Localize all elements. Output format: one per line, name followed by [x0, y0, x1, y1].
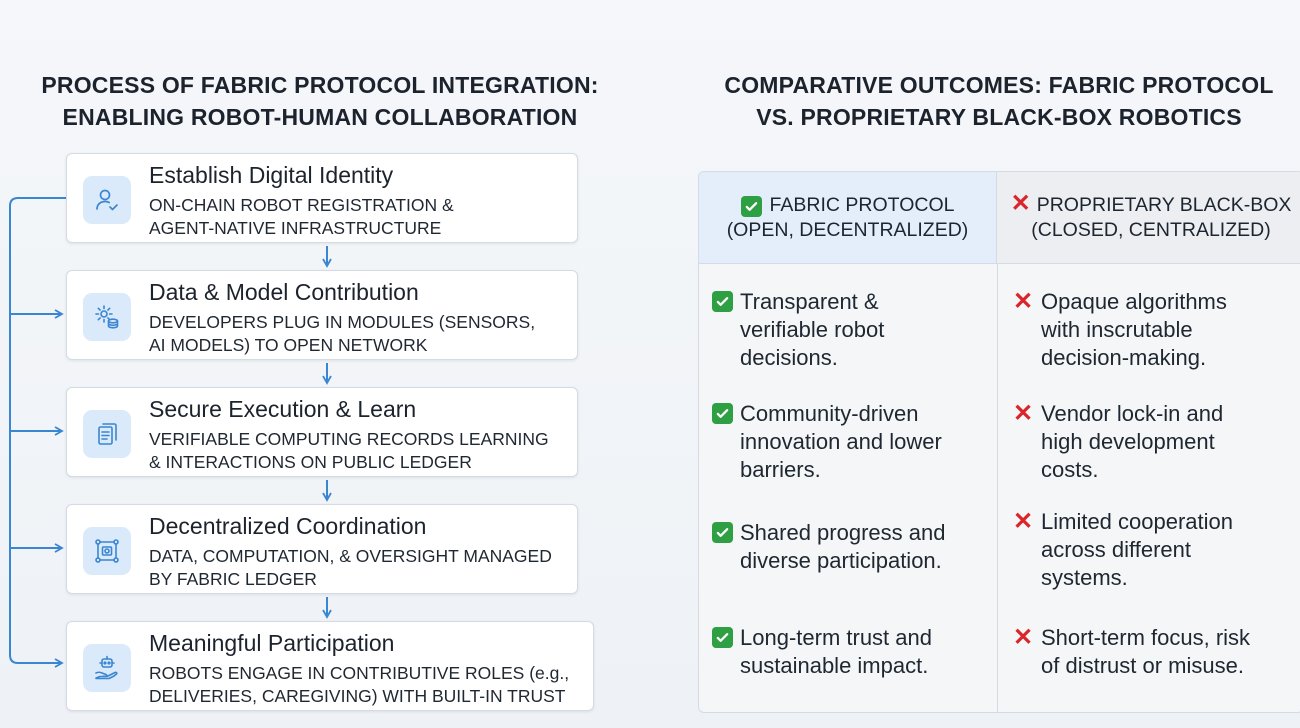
fabric-item-text: Shared progress and diverse participation…: [740, 519, 945, 575]
right-title-line-1: COMPARATIVE OUTCOMES: FABRIC PROTOCOL: [724, 72, 1274, 98]
cross-icon: ✕: [1010, 190, 1031, 217]
line: Transparent &: [740, 289, 879, 314]
line: Short-term focus, risk: [1041, 625, 1251, 650]
line: costs.: [1041, 457, 1099, 482]
fabric-item-text: Transparent & verifiable robot decisions.: [740, 288, 884, 372]
gear-database-icon: [83, 293, 131, 341]
line: high development: [1041, 429, 1215, 454]
step-data-model-contribution: Data & Model Contribution DEVELOPERS PLU…: [66, 270, 578, 360]
column-divider: [997, 264, 998, 712]
step-description-line-1: DATA, COMPUTATION, & OVERSIGHT MANAGED: [149, 546, 552, 566]
check-icon: [740, 196, 762, 217]
line: Limited cooperation: [1041, 509, 1234, 534]
check-icon: [712, 522, 733, 543]
step-title: Meaningful Participation: [149, 630, 395, 656]
step-description: DATA, COMPUTATION, & OVERSIGHT MANAGED B…: [149, 545, 552, 591]
line: decision-making.: [1041, 345, 1207, 370]
comparison-table: FABRIC PROTOCOL (OPEN, DECENTRALIZED) ✕P…: [698, 171, 1300, 713]
proprietary-header-label: PROPRIETARY BLACK-BOX: [1036, 194, 1292, 216]
step-title: Data & Model Contribution: [149, 279, 419, 305]
step-description-line-2: BY FABRIC LEDGER: [149, 569, 317, 589]
step-description-line-1: DEVELOPERS PLUG IN MODULES (SENSORS,: [149, 312, 536, 332]
cross-icon: ✕: [1013, 624, 1034, 651]
cross-icon: ✕: [1013, 288, 1034, 315]
proprietary-header: ✕PROPRIETARY BLACK-BOX (CLOSED, CENTRALI…: [997, 172, 1300, 264]
step-description-line-2: DELIVERIES, CAREGIVING) WITH BUILT-IN TR…: [149, 686, 566, 706]
flow-connectors: [9, 197, 332, 668]
left-panel-title: PROCESS OF FABRIC PROTOCOL INTEGRATION: …: [0, 69, 640, 133]
line: diverse participation.: [740, 548, 942, 573]
step-description: DEVELOPERS PLUG IN MODULES (SENSORS, AI …: [149, 311, 535, 357]
line: of distrust or misuse.: [1041, 653, 1244, 678]
line: verifiable robot: [740, 317, 885, 342]
user-check-icon: [83, 176, 131, 224]
fabric-header-label: FABRIC PROTOCOL: [769, 194, 955, 216]
left-title-line-2: ENABLING ROBOT-HUMAN COLLABORATION: [62, 104, 578, 130]
step-description-line-2: & INTERACTIONS ON PUBLIC LEDGER: [149, 452, 472, 472]
line: with inscrutable: [1041, 317, 1193, 342]
line: across different: [1041, 537, 1192, 562]
fabric-item-text: Long-term trust and sustainable impact.: [740, 624, 932, 680]
robot-hand-icon: [83, 644, 131, 692]
right-panel-title: COMPARATIVE OUTCOMES: FABRIC PROTOCOL VS…: [690, 69, 1300, 133]
cross-icon: ✕: [1013, 508, 1034, 535]
line: systems.: [1041, 565, 1128, 590]
line: Opaque algorithms: [1041, 289, 1227, 314]
step-description-line-2: AGENT-NATIVE INFRASTRUCTURE: [149, 218, 442, 238]
line: Community-driven: [740, 401, 919, 426]
step-secure-execution-learn: Secure Execution & Learn VERIFIABLE COMP…: [66, 387, 578, 477]
right-title-line-2: VS. PROPRIETARY BLACK-BOX ROBOTICS: [756, 104, 1242, 130]
network-nodes-icon: [83, 527, 131, 575]
line: decisions.: [740, 345, 838, 370]
fabric-header-subtitle: (OPEN, DECENTRALIZED): [726, 219, 969, 241]
proprietary-item-text: Short-term focus, risk of distrust or mis…: [1041, 624, 1250, 680]
check-icon: [712, 403, 733, 424]
step-description-line-1: VERIFIABLE COMPUTING RECORDS LEARNING: [149, 429, 549, 449]
step-description-line-1: ROBOTS ENGAGE IN CONTRIBUTIVE ROLES (e.g…: [149, 663, 570, 683]
line: sustainable impact.: [740, 653, 929, 678]
proprietary-item-text: Vendor lock-in and high development costs.: [1041, 400, 1223, 484]
check-icon: [712, 627, 733, 648]
step-description: VERIFIABLE COMPUTING RECORDS LEARNING & …: [149, 428, 549, 474]
document-copy-icon: [83, 410, 131, 458]
line: innovation and lower: [740, 429, 942, 454]
step-establish-digital-identity: Establish Digital Identity ON-CHAIN ROBO…: [66, 153, 578, 243]
line: barriers.: [740, 457, 821, 482]
step-title: Establish Digital Identity: [149, 162, 394, 188]
fabric-item-text: Community-driven innovation and lower barr…: [740, 400, 942, 484]
line: Vendor lock-in and: [1041, 401, 1224, 426]
step-description-line-1: ON-CHAIN ROBOT REGISTRATION &: [149, 195, 454, 215]
proprietary-header-line-1: ✕PROPRIETARY BLACK-BOX: [997, 190, 1300, 217]
step-description-line-2: AI MODELS) TO OPEN NETWORK: [149, 335, 428, 355]
proprietary-header-subtitle: (CLOSED, CENTRALIZED): [1031, 219, 1271, 241]
step-decentralized-coordination: Decentralized Coordination DATA, COMPUTA…: [66, 504, 578, 594]
step-meaningful-participation: Meaningful Participation ROBOTS ENGAGE I…: [66, 621, 594, 711]
left-title-line-1: PROCESS OF FABRIC PROTOCOL INTEGRATION:: [41, 72, 599, 98]
fabric-protocol-header: FABRIC PROTOCOL (OPEN, DECENTRALIZED): [699, 172, 997, 264]
step-description: ON-CHAIN ROBOT REGISTRATION & AGENT-NATI…: [149, 194, 454, 240]
step-title: Secure Execution & Learn: [149, 396, 417, 422]
proprietary-item-text: Opaque algorithms with inscrutable decisio…: [1041, 288, 1227, 372]
check-icon: [712, 291, 733, 312]
line: Long-term trust and: [740, 625, 932, 650]
step-title: Decentralized Coordination: [149, 513, 427, 539]
fabric-header-line-1: FABRIC PROTOCOL: [699, 194, 996, 217]
cross-icon: ✕: [1013, 400, 1034, 427]
proprietary-item-text: Limited cooperation across different syste…: [1041, 508, 1233, 592]
step-description: ROBOTS ENGAGE IN CONTRIBUTIVE ROLES (e.g…: [149, 662, 569, 708]
line: Shared progress and: [740, 520, 946, 545]
